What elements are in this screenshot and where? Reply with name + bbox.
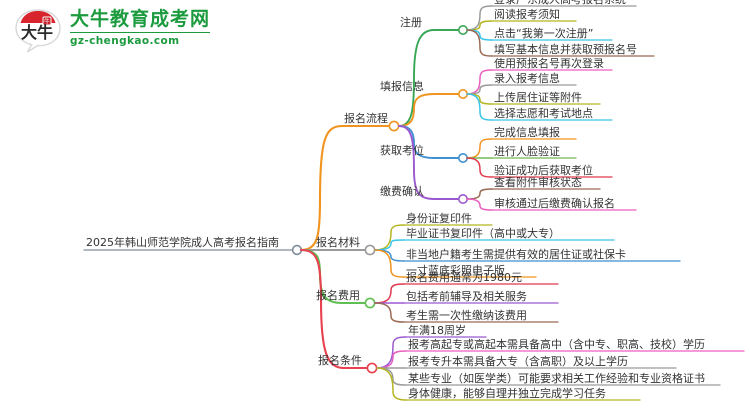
edge-root-process bbox=[299, 124, 344, 252]
edge-cond-l4 bbox=[376, 367, 407, 386]
leaf-fee-1[interactable]: 报名费用通常为1980元 bbox=[406, 271, 522, 284]
leaf-fillinfo-1[interactable]: 使用预报名号再次登录 bbox=[494, 57, 604, 70]
edge-process-fillinfo bbox=[398, 93, 435, 127]
node-materials bbox=[364, 244, 376, 256]
leaf-materials-2[interactable]: 毕业证书复印件（高中或大专） bbox=[406, 227, 560, 240]
branch-label-fee[interactable]: 报名费用 bbox=[316, 289, 360, 302]
leaf-payment-2[interactable]: 审核通过后缴费确认报名 bbox=[494, 197, 615, 210]
leaf-register-2[interactable]: 阅读报考须知 bbox=[494, 8, 560, 21]
leaf-fee-2[interactable]: 包括考前辅导及相关服务 bbox=[406, 290, 527, 303]
subbranch-label-payment[interactable]: 缴费确认 bbox=[380, 185, 424, 198]
leaf-register-3[interactable]: 点击“我第一次注册” bbox=[494, 27, 594, 40]
edge-fillinfo-l3 bbox=[466, 93, 493, 105]
edge-materials-l3 bbox=[374, 249, 405, 262]
leaf-fillinfo-3[interactable]: 上传居住证等附件 bbox=[494, 91, 582, 104]
leaf-cond-4[interactable]: 某些专业（如医学类）可能要求相关工作经验和专业资格证书 bbox=[408, 372, 705, 385]
leaf-materials-4[interactable]: 一寸蓝底彩照电子版 bbox=[406, 264, 505, 277]
da-niu-logo-icon: 牛 大牛 bbox=[15, 9, 61, 53]
edge-fee-l3 bbox=[374, 302, 405, 323]
leaf-materials-1[interactable]: 身份证复印件 bbox=[406, 212, 472, 225]
edge-materials-l1 bbox=[374, 224, 405, 251]
edge-process-register bbox=[398, 29, 435, 127]
edge-process-seat bbox=[398, 125, 435, 159]
subbranch-label-seat[interactable]: 获取考位 bbox=[380, 144, 424, 157]
edge-register-l4 bbox=[466, 29, 493, 57]
edge-materials-l2 bbox=[374, 239, 405, 251]
leaf-cond-5[interactable]: 身体健康，能够自理并独立完成学习任务 bbox=[408, 387, 606, 400]
logo-name-en: gz-chengkao.com bbox=[70, 32, 211, 48]
leaf-cond-3[interactable]: 报考专升本需具备大专（含高职）及以上学历 bbox=[408, 355, 628, 368]
node-seat bbox=[457, 153, 468, 164]
edge-cond-l1 bbox=[376, 336, 407, 369]
edge-payment-l1 bbox=[466, 188, 493, 200]
leaf-register-4[interactable]: 填写基本信息并获取预报名号 bbox=[494, 43, 637, 56]
edge-seat-l3 bbox=[466, 157, 493, 178]
node-register bbox=[457, 24, 468, 35]
leaf-payment-1[interactable]: 查看附件审核状态 bbox=[494, 176, 582, 189]
node-process bbox=[388, 120, 400, 132]
edge-register-l2 bbox=[466, 20, 493, 31]
edge-process-payment bbox=[398, 125, 435, 200]
svg-text:牛: 牛 bbox=[44, 18, 50, 26]
leaf-cond-2[interactable]: 报考高起专或高起本需具备高中（含中专、职高、技校）学历 bbox=[408, 338, 705, 351]
subbranch-label-register[interactable]: 注册 bbox=[400, 16, 422, 29]
edge-fillinfo-l4 bbox=[466, 93, 493, 121]
leaf-seat-1[interactable]: 完成信息填报 bbox=[494, 126, 560, 139]
edge-fillinfo-l1 bbox=[466, 69, 493, 95]
edge-register-l3 bbox=[466, 29, 493, 41]
node-conditions bbox=[366, 362, 378, 374]
branch-label-process[interactable]: 报名流程 bbox=[344, 112, 388, 125]
branch-label-conditions[interactable]: 报名条件 bbox=[318, 354, 362, 367]
leaf-register-1[interactable]: 登录广东成人高考报名系统 bbox=[494, 0, 626, 6]
leaf-fillinfo-2[interactable]: 录入报考信息 bbox=[494, 72, 560, 85]
node-fee bbox=[364, 297, 376, 309]
leaf-seat-3[interactable]: 验证成功后获取考位 bbox=[494, 164, 593, 177]
svg-text:大牛: 大牛 bbox=[21, 23, 53, 42]
edge-fee-l1 bbox=[374, 283, 405, 304]
edge-payment-l2 bbox=[466, 198, 493, 211]
edge-cond-l2 bbox=[376, 350, 407, 369]
edge-cond-l5 bbox=[376, 367, 407, 401]
node-payment bbox=[457, 194, 468, 205]
edge-root-conditions bbox=[299, 248, 346, 370]
edge-materials-l4 bbox=[374, 249, 405, 278]
leaf-cond-1[interactable]: 年满18周岁 bbox=[408, 324, 466, 337]
subbranch-label-fillinfo[interactable]: 填报信息 bbox=[380, 80, 424, 93]
node-fillinfo bbox=[457, 89, 468, 100]
branch-label-materials[interactable]: 报名材料 bbox=[316, 236, 360, 249]
site-logo[interactable]: 牛 大牛 大牛教育成考网 gz-chengkao.com bbox=[14, 6, 254, 58]
edge-fillinfo-l2 bbox=[466, 84, 493, 95]
leaf-seat-2[interactable]: 进行人脸验证 bbox=[494, 145, 560, 158]
edge-register-l1 bbox=[466, 5, 493, 31]
leaf-materials-3[interactable]: 非当地户籍考生需提供有效的居住证或社保卡 bbox=[406, 248, 626, 261]
logo-name-cn: 大牛教育成考网 bbox=[70, 8, 211, 30]
edge-seat-l1 bbox=[466, 138, 493, 159]
leaf-fillinfo-4[interactable]: 选择志愿和考试地点 bbox=[494, 107, 593, 120]
root-label: 2025年韩山师范学院成人高考报名指南 bbox=[86, 236, 279, 249]
leaf-fee-3[interactable]: 考生需一次性缴纳该费用 bbox=[406, 309, 527, 322]
